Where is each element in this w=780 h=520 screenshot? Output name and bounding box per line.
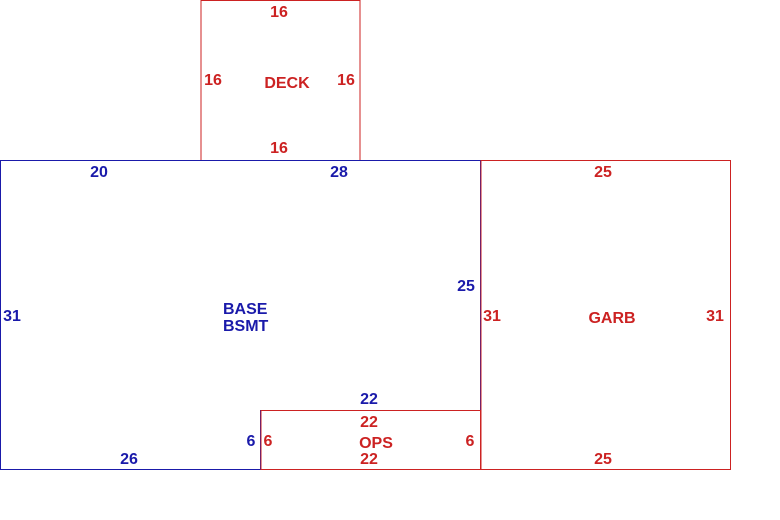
base-dim-inner-side: 6 xyxy=(247,433,256,450)
ops-dim-left: 6 xyxy=(264,433,273,450)
bsmt-label: BSMT xyxy=(223,318,269,335)
garb-dim-bottom: 25 xyxy=(594,451,612,468)
base-area: BASE BSMT 20 28 31 25 22 6 26 xyxy=(0,160,481,470)
deck-area: DECK 16 16 16 16 xyxy=(200,0,361,161)
base-label: BASE xyxy=(223,301,268,318)
garb-outline xyxy=(480,160,731,470)
deck-dim-top: 16 xyxy=(270,4,288,21)
base-dim-left: 31 xyxy=(3,308,21,325)
base-dim-inner-top: 22 xyxy=(360,391,378,408)
deck-label: DECK xyxy=(264,75,310,92)
base-dim-right: 25 xyxy=(457,278,475,295)
garb-area: GARB 25 31 31 25 xyxy=(480,160,731,470)
base-dim-bottom: 26 xyxy=(120,451,138,468)
deck-dim-right: 16 xyxy=(337,72,355,89)
base-dim-top-right: 28 xyxy=(330,164,348,181)
deck-dim-bottom: 16 xyxy=(270,140,288,157)
ops-dim-top: 22 xyxy=(360,414,378,431)
ops-area: OPS 22 6 6 22 xyxy=(260,410,481,470)
garb-dim-right: 31 xyxy=(706,308,724,325)
garb-label: GARB xyxy=(588,310,635,327)
ops-label: OPS xyxy=(359,435,393,452)
ops-dim-bottom: 22 xyxy=(360,451,378,468)
ops-dim-right: 6 xyxy=(466,433,475,450)
garb-dim-left: 31 xyxy=(483,308,501,325)
garb-dim-top: 25 xyxy=(594,164,612,181)
deck-dim-left: 16 xyxy=(204,72,222,89)
base-dim-top-left: 20 xyxy=(90,164,108,181)
